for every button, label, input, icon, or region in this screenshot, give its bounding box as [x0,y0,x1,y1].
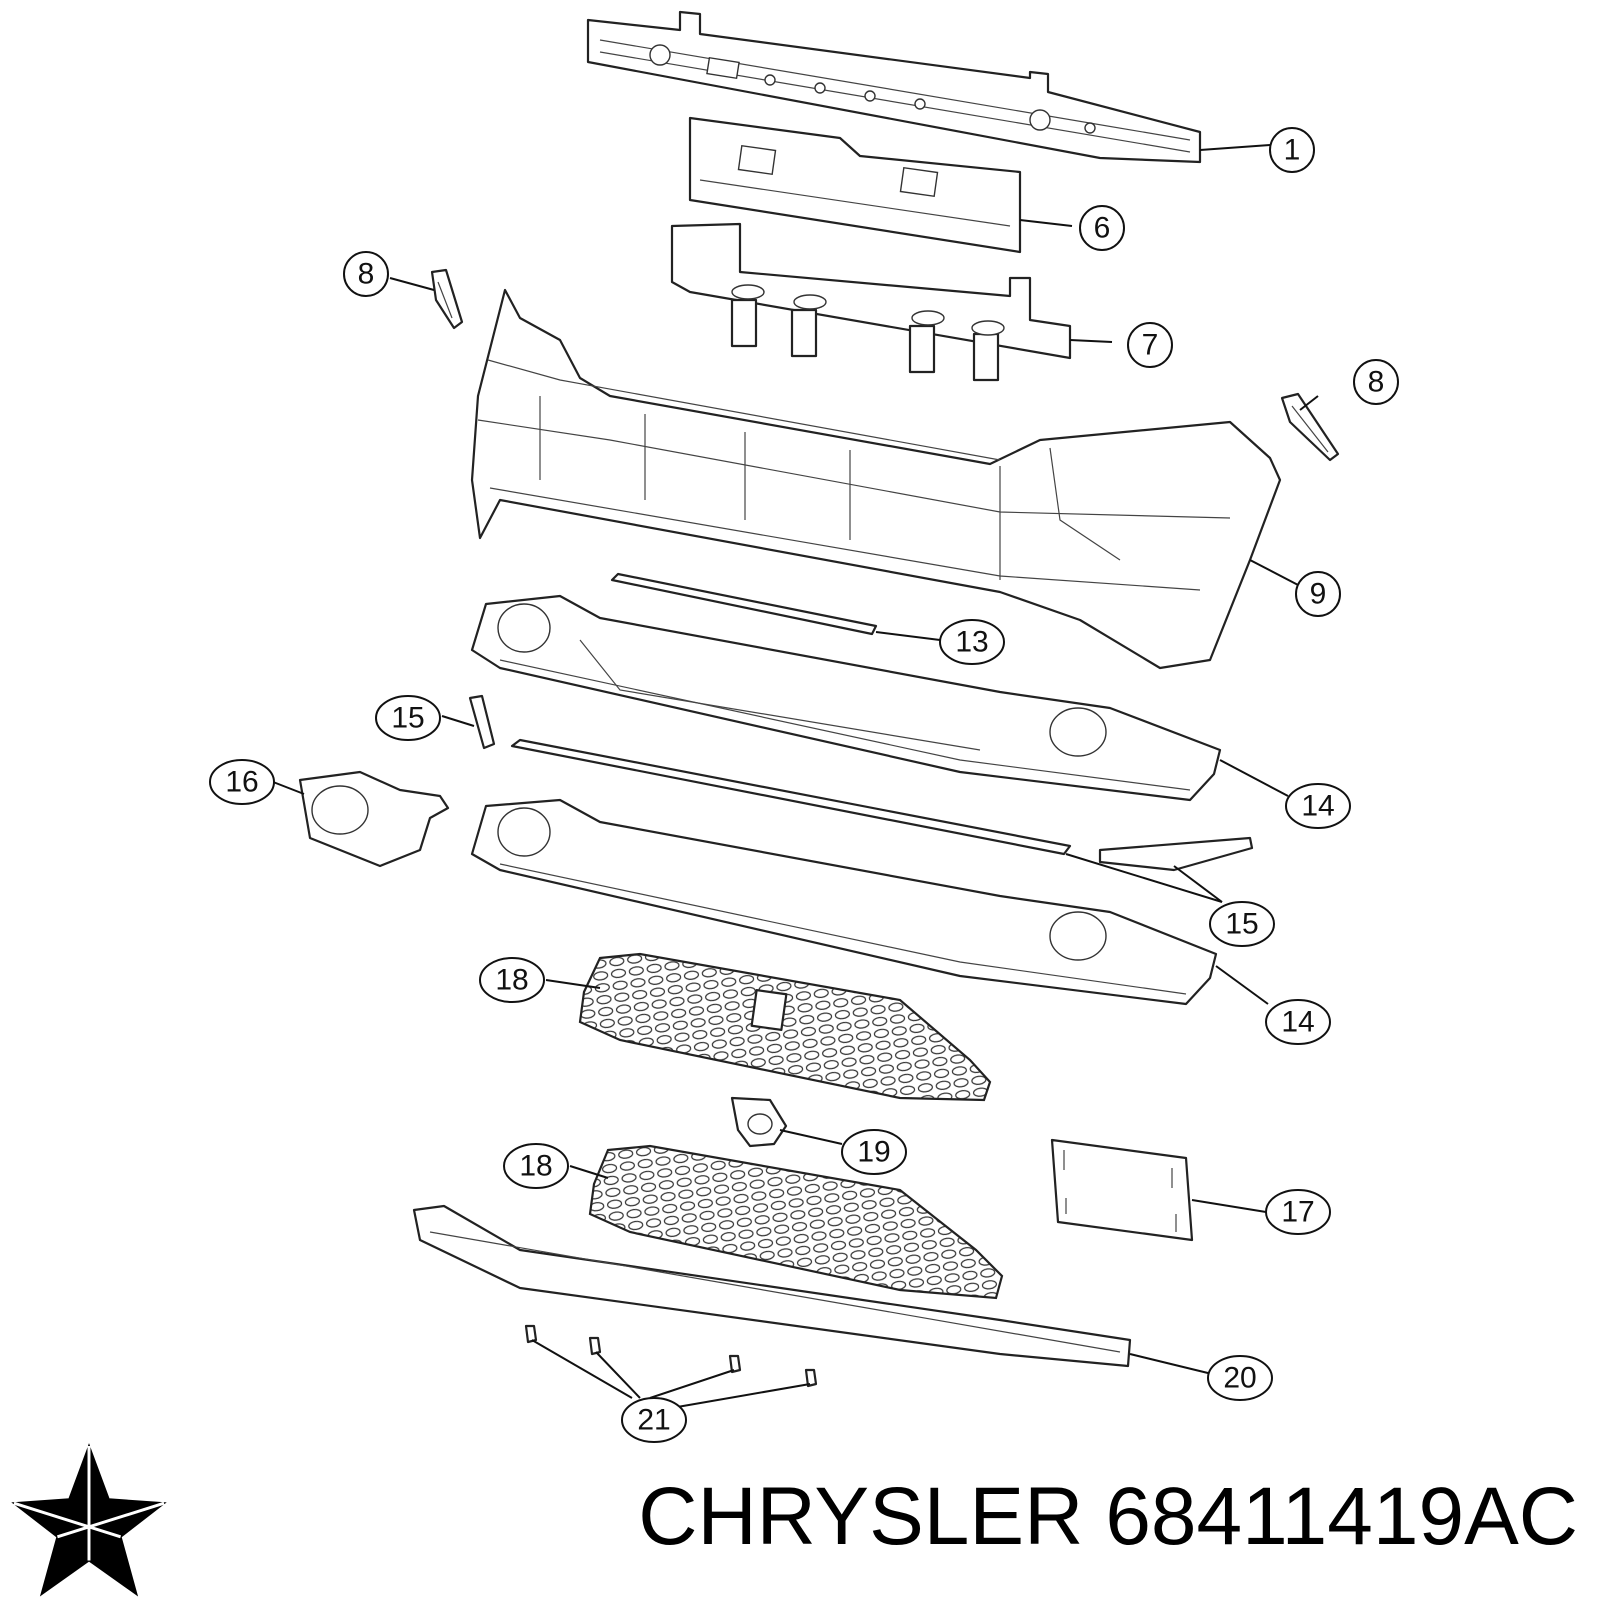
callout-18-lower: 18 [503,1143,569,1189]
chrysler-pentastar-logo [11,1443,167,1597]
bumper-absorber-panel [688,116,1022,254]
callout-21-label: 21 [637,1404,670,1437]
trim-piece-left [468,694,496,750]
grille-badge-bezel [730,1096,788,1148]
reinforcement-beam [586,10,1202,164]
callout-14-upper-label: 14 [1301,790,1334,823]
lower-spoiler [412,1204,1132,1368]
callout-18-lower-label: 18 [519,1150,552,1183]
callout-15-left-label: 15 [391,702,424,735]
fog-lamp-bezel [298,770,450,868]
license-plate-bracket [1050,1138,1194,1242]
callout-9-label: 9 [1310,578,1327,611]
callout-13-label: 13 [955,626,988,659]
callout-16-label: 16 [225,766,258,799]
callout-18-upper-label: 18 [495,964,528,997]
callout-18-upper: 18 [479,957,545,1003]
callout-9: 9 [1295,571,1341,617]
callout-1-label: 1 [1284,134,1301,167]
upper-molding-strip [610,572,878,636]
bumper-bracket-left [430,268,464,330]
bumper-support-bracket [670,222,1072,382]
callout-20-label: 20 [1223,1362,1256,1395]
lower-fascia-lower [470,798,1218,1006]
callout-6-label: 6 [1094,212,1111,245]
brand-name: CHRYSLER [638,1471,1084,1562]
callout-19: 19 [841,1129,907,1175]
bumper-cover [470,288,1282,670]
grille-lower [588,1144,1004,1300]
callout-17: 17 [1265,1189,1331,1235]
callout-14-upper: 14 [1285,783,1351,829]
callout-8-left-label: 8 [358,258,375,291]
callout-14-lower-label: 14 [1281,1006,1314,1039]
callout-17-label: 17 [1281,1196,1314,1229]
grille-upper [578,952,992,1102]
callout-8-right: 8 [1353,359,1399,405]
callout-7: 7 [1127,322,1173,368]
callout-19-label: 19 [857,1136,890,1169]
callout-15-right: 15 [1209,901,1275,947]
fastener-clips [524,1324,818,1388]
callout-20: 20 [1207,1355,1273,1401]
part-number: 68411419AC [1105,1471,1578,1562]
callout-6: 6 [1079,205,1125,251]
callout-16: 16 [209,759,275,805]
callout-8-left: 8 [343,251,389,297]
callout-7-label: 7 [1142,329,1159,362]
trim-piece-right [1098,836,1254,872]
lower-fascia-upper [470,594,1222,802]
callout-15-right-label: 15 [1225,908,1258,941]
trim-strip-long [510,738,1072,856]
callout-8-right-label: 8 [1368,366,1385,399]
bumper-bracket-right [1280,392,1340,462]
callout-14-lower: 14 [1265,999,1331,1045]
callout-13: 13 [939,619,1005,665]
callout-15-left: 15 [375,695,441,741]
leader-lines [267,144,1319,1411]
callout-1: 1 [1269,127,1315,173]
callout-21: 21 [621,1397,687,1443]
